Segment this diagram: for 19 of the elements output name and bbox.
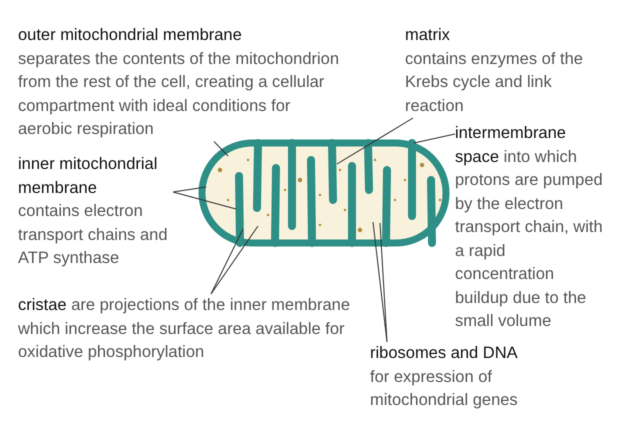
- part-heading: inner mitochondrial membrane: [18, 154, 158, 198]
- leader-line: [336, 118, 414, 164]
- description-text: separates the contents of the mitochondrion from the rest of the cell, creating a cellular compartment with ideal conditions for aerobic respiration: [18, 48, 340, 140]
- description-text: contains electron transport chains and ATP synthase: [18, 201, 169, 269]
- part-heading: outer mitochondrial membrane: [18, 25, 243, 46]
- part-heading: matrix: [405, 25, 451, 46]
- leader-line: [172, 192, 236, 210]
- leader-line: [210, 226, 258, 294]
- part-heading: ribosomes and DNA: [370, 343, 519, 364]
- leader-line: [380, 222, 388, 342]
- leader-line: [414, 134, 456, 144]
- description-text: contains enzymes of the Krebs cycle and link reaction: [405, 48, 584, 116]
- leader-line: [372, 222, 388, 342]
- description-text: for expression of mitochondrial genes: [370, 366, 519, 411]
- leader-line: [172, 186, 206, 192]
- leader-line: [210, 228, 244, 294]
- description-text: cristae are projections of the inner membrane which increase the surface area available for oxidative phosphorylation: [18, 295, 352, 363]
- description-text: intermembrane space into which protons are pumped by the electron transport chain, with a rapid concentration buildup due to the small volume: [455, 123, 604, 332]
- leader-line: [214, 141, 228, 156]
